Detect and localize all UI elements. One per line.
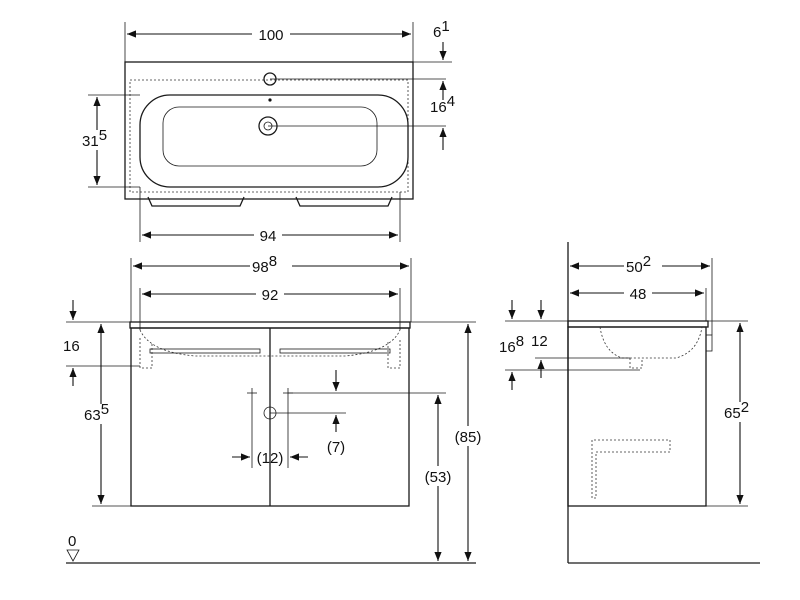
- dim-side-depth-overall: 502: [626, 253, 651, 276]
- dim-cabinet-width: 94: [260, 228, 277, 245]
- dim-top-width: 100: [258, 27, 283, 44]
- tap-stub: [705, 334, 713, 352]
- dim-rim: 61: [433, 18, 450, 41]
- washbasin-rim-dashed: [129, 79, 409, 193]
- side-view: 502 48 168 12 652: [499, 242, 760, 564]
- cabinet-side: [567, 326, 707, 507]
- siphon-right: [387, 338, 401, 369]
- dim-inner-width: 92: [262, 287, 279, 304]
- basin-bowl-outer: [139, 94, 409, 188]
- dim-side-height: 652: [724, 399, 749, 422]
- dim-cabinet-height: 635: [84, 401, 109, 424]
- dim-tap-rise: 12: [531, 333, 548, 350]
- dim-overall-width: 988: [252, 253, 277, 276]
- washbasin-top-outline: [124, 61, 414, 200]
- dim-basin-height: 16: [63, 338, 80, 355]
- washbasin-front-top: [129, 321, 411, 329]
- door-handle-left: [149, 348, 261, 354]
- door-handle-right: [279, 348, 391, 354]
- siphon-side: [629, 358, 643, 369]
- dim-side-depth-cabinet: 48: [630, 286, 647, 303]
- floor-level-marker: [66, 549, 80, 562]
- siphon-left: [139, 338, 153, 369]
- dim-drain-height: (53): [425, 469, 452, 486]
- front-view: 988 92 16 635 (12) (7) 0 (53): [63, 253, 488, 564]
- basin-profile-hidden: [599, 326, 703, 359]
- overflow-dot: [268, 98, 272, 102]
- crosshair-left: [247, 388, 257, 398]
- basin-bowl-inner: [162, 106, 378, 167]
- dim-drain-offset: (7): [327, 439, 345, 456]
- top-view: 100 61 164 315 94: [80, 18, 455, 246]
- dim-total-height: (85): [455, 429, 482, 446]
- dim-basin-depth: 315: [82, 127, 107, 150]
- cabinet-foot-left: [147, 196, 245, 207]
- dim-bowl-depth: 168: [499, 333, 524, 356]
- cabinet-foot-right: [295, 196, 393, 207]
- dim-drain-spacing: (12): [257, 450, 284, 467]
- drawer-hidden: [591, 439, 671, 499]
- basin-bowl-hidden: [139, 329, 401, 357]
- dim-tap-offset: 164: [430, 93, 455, 116]
- washbasin-side-top: [567, 320, 709, 328]
- floor-level-label: 0: [68, 533, 76, 550]
